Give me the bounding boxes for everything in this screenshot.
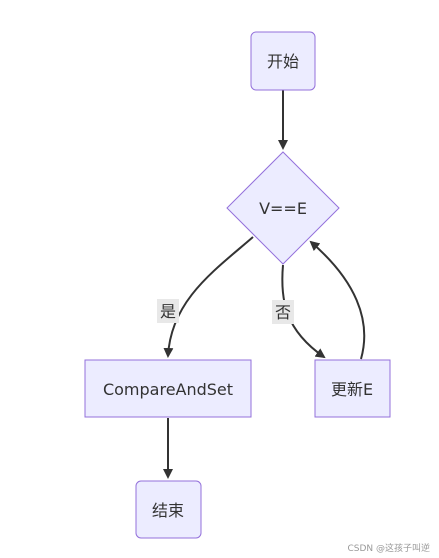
node-decision: V==E [226, 151, 340, 265]
edge-decision-to-cas [163, 236, 254, 358]
edge-label-yes: 是 [157, 299, 179, 323]
node-end: 结束 [135, 480, 202, 539]
edges [163, 90, 366, 479]
node-update: 更新E [314, 359, 391, 418]
node-start: 开始 [250, 31, 316, 91]
node-cas-label: CompareAndSet [103, 380, 233, 399]
edge-label-yes-text: 是 [160, 302, 176, 321]
edge-update-to-decision [309, 240, 366, 360]
node-end-label: 结束 [152, 501, 184, 520]
node-start-label: 开始 [267, 52, 299, 71]
node-update-label: 更新E [331, 380, 373, 399]
node-decision-label: V==E [259, 199, 307, 218]
edge-label-no: 否 [272, 300, 294, 324]
node-cas: CompareAndSet [84, 359, 252, 418]
watermark: CSDN @这孩子叫逆 [347, 542, 430, 554]
edge-label-no-text: 否 [275, 303, 291, 322]
